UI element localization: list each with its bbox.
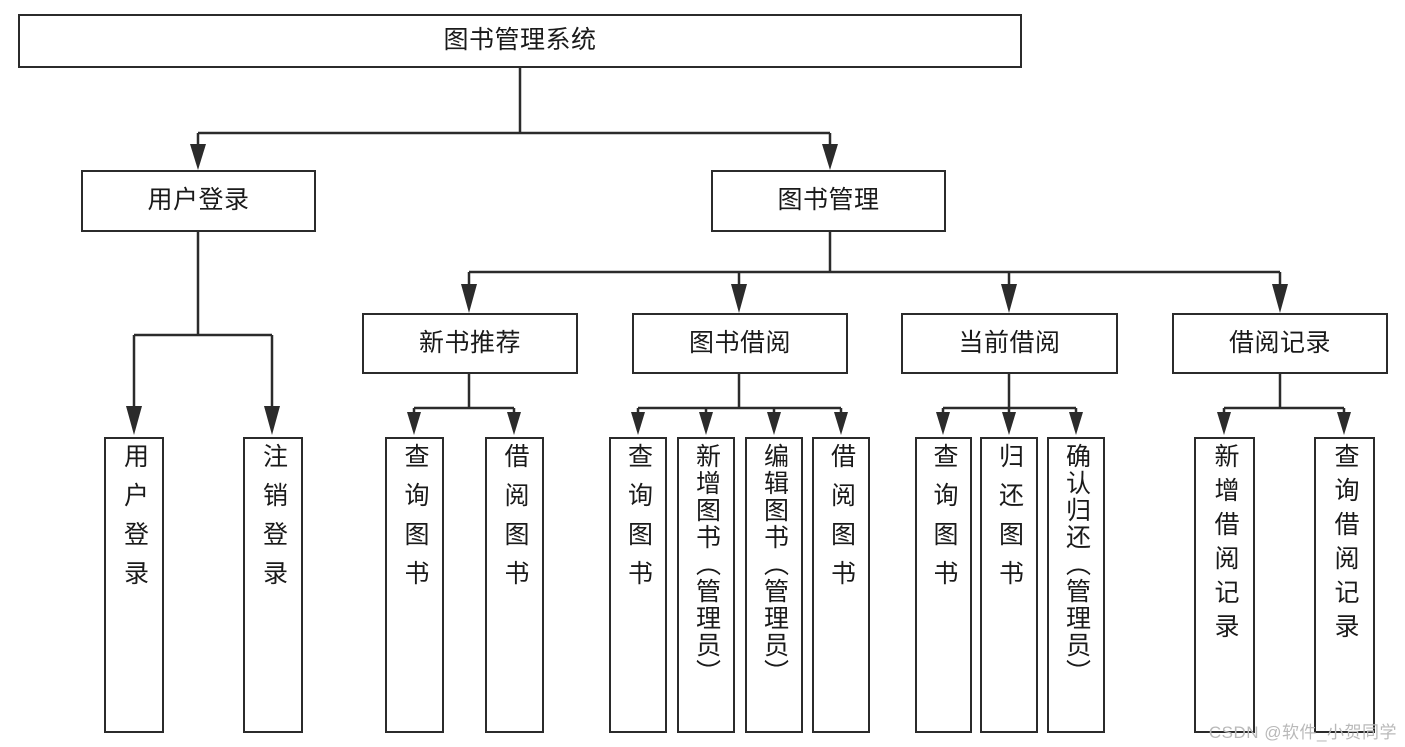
node-label: 查询图书 xyxy=(930,443,958,599)
node-label: 注销登录 xyxy=(259,443,288,599)
node-label: 新增借阅记录 xyxy=(1211,443,1239,647)
leaf-nb-borrow-book[interactable]: 借阅图书 xyxy=(485,437,544,733)
leaf-user-login[interactable]: 用户登录 xyxy=(104,437,164,733)
node-label: 当前借阅 xyxy=(958,328,1061,357)
node-label: 查询图书 xyxy=(624,443,653,599)
arrow-cb-leaf2 xyxy=(1002,412,1016,435)
csdn-watermark: CSDN @软件_小贺同学 xyxy=(1208,723,1397,742)
arrow-user-login xyxy=(190,144,206,170)
arrow-leaf-user-login xyxy=(126,406,142,435)
node-label: 图书借阅 xyxy=(688,328,791,357)
node-label: 用户登录 xyxy=(147,186,250,215)
node-label: 查询借阅记录 xyxy=(1331,443,1359,647)
node-label: 编辑图书（管理员） xyxy=(760,443,789,686)
node-new-book-recommend[interactable]: 新书推荐 xyxy=(362,313,578,374)
node-label: 借阅图书 xyxy=(827,443,856,599)
arrow-book-borrow xyxy=(731,284,747,313)
node-label: 图书管理系统 xyxy=(443,26,597,55)
leaf-bb-query-book[interactable]: 查询图书 xyxy=(609,437,667,733)
node-label: 借阅记录 xyxy=(1228,328,1331,357)
node-borrow-record[interactable]: 借阅记录 xyxy=(1172,313,1388,374)
arrow-nb-leaf1 xyxy=(407,412,421,435)
arrow-borrow-record xyxy=(1272,284,1288,313)
leaf-cb-confirm-return-admin[interactable]: 确认归还（管理员） xyxy=(1047,437,1105,733)
node-book-borrow[interactable]: 图书借阅 xyxy=(632,313,848,374)
node-label: 用户登录 xyxy=(120,443,149,599)
arrow-bb-leaf2 xyxy=(699,412,713,435)
leaf-bb-edit-book-admin[interactable]: 编辑图书（管理员） xyxy=(745,437,803,733)
arrow-bb-leaf3 xyxy=(767,412,781,435)
arrow-nb-leaf2 xyxy=(507,412,521,435)
node-label: 借阅图书 xyxy=(501,443,529,599)
node-label: 新书推荐 xyxy=(418,328,521,357)
node-current-borrow[interactable]: 当前借阅 xyxy=(901,313,1118,374)
leaf-bb-add-book-admin[interactable]: 新增图书（管理员） xyxy=(677,437,735,733)
node-book-management[interactable]: 图书管理 xyxy=(711,170,946,232)
arrow-new-book xyxy=(461,284,477,313)
node-user-login[interactable]: 用户登录 xyxy=(81,170,316,232)
arrow-bb-leaf1 xyxy=(631,412,645,435)
node-label: 查询图书 xyxy=(401,443,429,599)
node-root-book-management-system[interactable]: 图书管理系统 xyxy=(18,14,1022,68)
leaf-nb-query-book[interactable]: 查询图书 xyxy=(385,437,444,733)
arrow-cb-leaf3 xyxy=(1069,412,1083,435)
arrow-br-leaf1 xyxy=(1217,412,1231,435)
arrow-br-leaf2 xyxy=(1337,412,1351,435)
leaf-cb-return-book[interactable]: 归还图书 xyxy=(980,437,1038,733)
arrow-current-borrow xyxy=(1001,284,1017,313)
node-label: 新增图书（管理员） xyxy=(692,443,721,686)
node-label: 归还图书 xyxy=(995,443,1024,599)
node-label: 图书管理 xyxy=(777,186,880,215)
node-label: 确认归还（管理员） xyxy=(1062,443,1091,686)
arrow-book-manage xyxy=(822,144,838,170)
leaf-logout[interactable]: 注销登录 xyxy=(243,437,303,733)
leaf-cb-query-book[interactable]: 查询图书 xyxy=(915,437,972,733)
leaf-bb-borrow-book[interactable]: 借阅图书 xyxy=(812,437,870,733)
arrow-bb-leaf4 xyxy=(834,412,848,435)
leaf-br-query-record[interactable]: 查询借阅记录 xyxy=(1314,437,1375,733)
arrow-leaf-logout xyxy=(264,406,280,435)
leaf-br-add-record[interactable]: 新增借阅记录 xyxy=(1194,437,1255,733)
arrow-cb-leaf1 xyxy=(936,412,950,435)
